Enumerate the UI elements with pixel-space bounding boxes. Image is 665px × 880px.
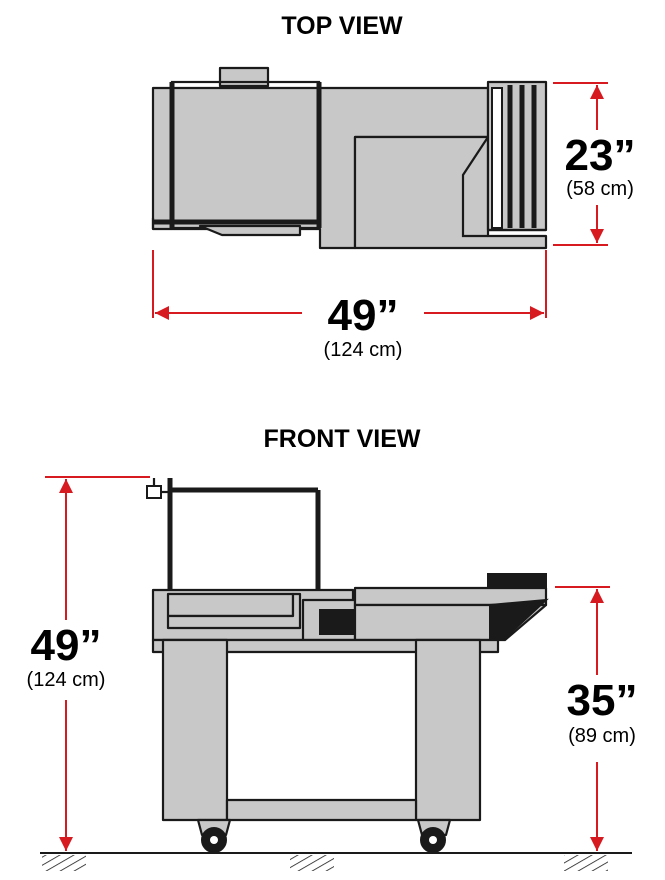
top-width-dimension: 49” (124 cm) xyxy=(152,250,547,361)
top-depth-metric: (58 cm) xyxy=(566,178,634,200)
table-height-value: 35” xyxy=(567,676,638,725)
front-view-machine xyxy=(146,478,549,853)
top-depth-value: 23” xyxy=(565,131,636,180)
front-height-dimension: 49” (124 cm) xyxy=(27,476,150,851)
front-height-value: 49” xyxy=(31,621,102,670)
front-view-title: FRONT VIEW xyxy=(264,425,421,453)
top-depth-dimension: 23” (58 cm) xyxy=(553,82,636,246)
top-view-machine xyxy=(151,66,548,250)
table-height-metric: (89 cm) xyxy=(568,725,636,747)
top-width-metric: (124 cm) xyxy=(324,339,403,361)
table-height-dimension: 35” (89 cm) xyxy=(555,586,638,851)
ground-line xyxy=(40,852,632,871)
top-view-title: TOP VIEW xyxy=(281,12,403,40)
top-width-value: 49” xyxy=(328,291,399,340)
front-height-metric: (124 cm) xyxy=(27,669,106,691)
